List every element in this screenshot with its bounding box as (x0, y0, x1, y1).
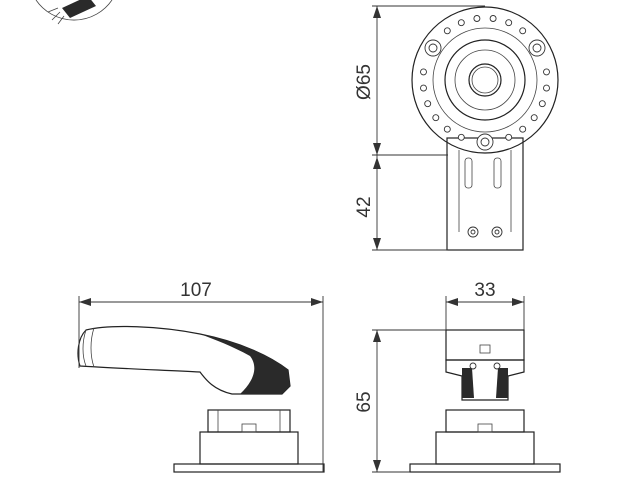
front-view (411, 6, 559, 251)
vent-hole (420, 84, 427, 92)
dimension-bracket: 42 (354, 155, 448, 251)
vent-hole (519, 125, 527, 133)
vent-hole (473, 15, 481, 22)
back-view (409, 329, 561, 473)
vent-hole (424, 100, 432, 108)
dimension-diameter: Ø65 (354, 5, 485, 156)
dimension-height: 65 (354, 329, 446, 473)
dimension-length: 107 (78, 280, 324, 472)
vent-hole (457, 133, 465, 141)
vent-hole (420, 68, 427, 76)
vent-hole (543, 68, 550, 76)
width-label: 33 (474, 280, 495, 301)
ventilation-holes (420, 15, 550, 141)
vent-hole (432, 114, 440, 122)
beam-angle-icon (35, 0, 113, 25)
vent-hole (489, 15, 497, 22)
vent-hole (443, 125, 451, 133)
vent-hole (505, 133, 513, 141)
bracket-label: 42 (354, 196, 375, 217)
height-label: 65 (354, 391, 375, 412)
vent-hole (543, 84, 550, 92)
vent-hole (530, 114, 538, 122)
side-view (77, 325, 325, 473)
length-label: 107 (180, 280, 212, 301)
vent-hole (519, 27, 527, 35)
vent-hole (457, 19, 465, 27)
vent-hole (443, 27, 451, 35)
vent-hole (505, 19, 513, 27)
diameter-label: Ø65 (354, 64, 375, 100)
dimension-width: 33 (445, 280, 525, 330)
vent-hole (538, 100, 546, 108)
